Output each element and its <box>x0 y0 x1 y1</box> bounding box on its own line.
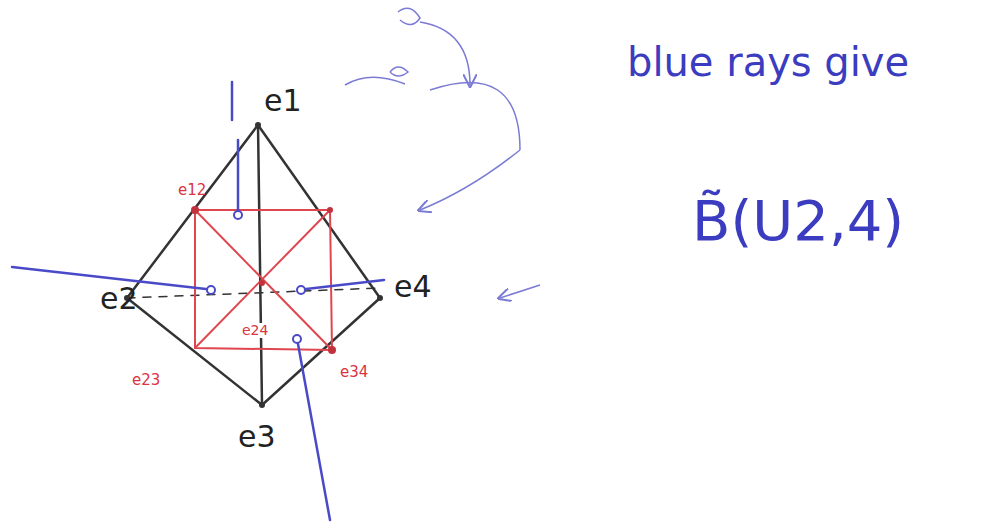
midpoint-label: e24 <box>240 323 270 338</box>
annotation-text: blue rays give <box>625 40 911 84</box>
ray-origins <box>207 211 305 343</box>
vertex-label: e1 <box>262 84 304 117</box>
vertex-label: e3 <box>236 420 278 453</box>
red-vertices <box>191 206 336 354</box>
midpoint-label: e12 <box>176 182 208 199</box>
tetrahedron-edges <box>127 125 380 405</box>
vertex-label: e4 <box>392 270 434 303</box>
blue-rays <box>12 82 384 520</box>
red-square <box>195 210 332 350</box>
annotation-formula: B̃(U2,4) <box>690 190 906 252</box>
black-vertices <box>124 122 383 408</box>
vertex-label: e2 <box>98 282 140 315</box>
midpoint-label: e23 <box>130 372 162 389</box>
pointer-arrows <box>345 8 540 298</box>
midpoint-label: e34 <box>338 364 370 381</box>
